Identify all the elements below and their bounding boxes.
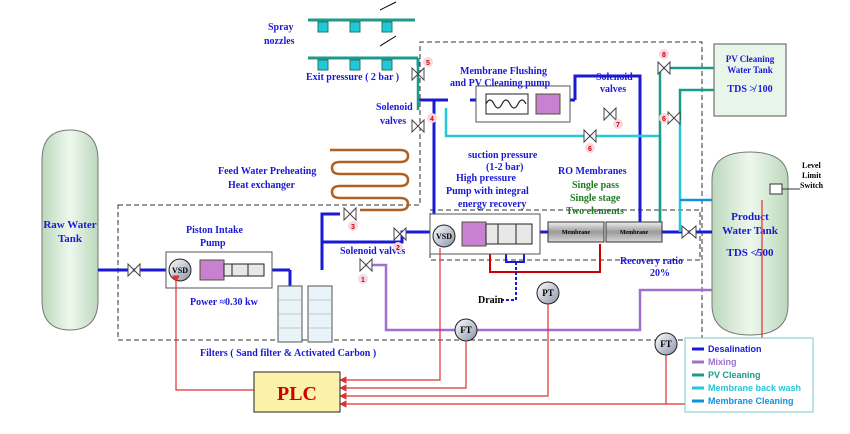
- raw-water-tank: Raw Water Tank: [41, 129, 99, 331]
- valve-7: [603, 106, 617, 122]
- legend-label: Membrane back wash: [708, 383, 801, 393]
- product-tank-label-1: Product: [731, 211, 769, 223]
- solenoid-top-label-1: Solenoid: [596, 72, 633, 83]
- ft-sensor-left: FT: [454, 318, 478, 342]
- ft-sensor-right: FT: [654, 332, 678, 356]
- heat-exchanger-coil: [330, 148, 410, 212]
- legend-label: Desalination: [708, 344, 762, 354]
- valve-5: [411, 66, 425, 82]
- valve-7-number: 7: [616, 122, 620, 129]
- valve-5-number: 5: [426, 60, 430, 67]
- filters-label: Filters ( Sand filter & Activated Carbon…: [200, 348, 376, 359]
- piston-intake-pump: [165, 251, 273, 289]
- raw-tank-label-1: Raw Water: [43, 219, 96, 231]
- pv-tank-tds: TDS ≯ 100: [727, 84, 772, 95]
- product-tank-tds: TDS ≮500: [727, 247, 774, 259]
- feed-preheat-label-2: Heat exchanger: [228, 180, 295, 191]
- legend-label: Membrane Cleaning: [708, 396, 794, 406]
- pv-tank-label-1: PV Cleaning: [726, 54, 775, 64]
- nozzle-pointer-line-2: [379, 35, 397, 47]
- valve-8-number: 8: [662, 52, 666, 59]
- hp-pump-label-2: Pump with integral: [446, 186, 529, 197]
- ro-line-1: Single pass: [572, 180, 619, 191]
- svg-text:Level: Level: [802, 161, 821, 170]
- valve-4: [411, 118, 425, 134]
- ro-membranes: Membrane Membrane: [547, 221, 663, 243]
- feed-preheat-label-1: Feed Water Preheating: [218, 166, 316, 177]
- power-label: Power ≈0.30 kw: [190, 297, 259, 308]
- legend-label: PV Cleaning: [708, 370, 761, 380]
- product-water-tank: Product Water Tank TDS ≮500: [711, 151, 789, 336]
- suction-pressure-label-1: suction pressure: [468, 150, 538, 161]
- svg-text:FT: FT: [660, 339, 672, 349]
- spray-label-2: nozzles: [264, 36, 295, 47]
- svg-text:FT: FT: [460, 325, 472, 335]
- valve-6a: [583, 128, 597, 144]
- control-signals: [172, 200, 763, 408]
- filters: [277, 285, 333, 343]
- vsd-left: VSD: [168, 258, 192, 282]
- valve-2: [393, 226, 407, 242]
- membrane-flush-label-2: and PV Cleaning pump: [450, 78, 551, 89]
- membrane-element-1: Membrane: [562, 230, 591, 236]
- valves: [127, 60, 697, 278]
- valve-1-number: 1: [361, 277, 365, 284]
- nozzle-pointer-line: [379, 1, 397, 11]
- piston-pump-label-2: Pump: [200, 238, 226, 249]
- valve-2-number: 2: [396, 245, 400, 252]
- valve-4-number: 4: [430, 116, 434, 123]
- valve-3-number: 3: [351, 224, 355, 231]
- suction-pressure-label-2: (1-2 bar): [486, 162, 524, 173]
- valve-6a-number: 6: [588, 146, 592, 153]
- valve-inlet: [127, 262, 141, 278]
- valve-6b: [667, 110, 681, 126]
- valve-numbers: 1 2 3 4 5 6 6 7 8: [348, 49, 669, 284]
- level-limit-switch: Level Limit Switch: [769, 161, 824, 195]
- ro-line-3: Two elements: [566, 206, 624, 217]
- pv-cleaning-tank: PV Cleaning Water Tank TDS ≯ 100: [713, 43, 787, 117]
- svg-text:VSD: VSD: [436, 232, 452, 241]
- valve-3: [343, 206, 357, 222]
- solenoid-left-label-2: valves: [380, 116, 406, 127]
- hp-pump-label-3: energy recovery: [458, 199, 526, 210]
- product-tank-label-2: Water Tank: [722, 225, 779, 237]
- plc-box: PLC: [253, 371, 341, 413]
- membrane-flushing-pump: [475, 85, 571, 123]
- valve-product: [681, 224, 697, 240]
- ro-line-2: Single stage: [570, 193, 621, 204]
- plc-label: PLC: [277, 383, 317, 405]
- solenoid-top-label-2: valves: [600, 84, 626, 95]
- membrane-flush-label-1: Membrane Flushing: [460, 66, 547, 77]
- valve-6b-number: 6: [662, 116, 666, 123]
- raw-tank-label-2: Tank: [58, 233, 83, 245]
- system-boundary: [117, 41, 703, 341]
- svg-text:Limit: Limit: [802, 171, 821, 180]
- hp-pump-label-1: High pressure: [456, 173, 516, 184]
- legend-label: Mixing: [708, 357, 737, 367]
- mixing-pipe: [360, 263, 712, 332]
- spray-label-1: Spray: [268, 22, 294, 33]
- svg-text:Switch: Switch: [800, 181, 824, 190]
- valve-8: [657, 60, 671, 76]
- svg-text:VSD: VSD: [172, 266, 188, 275]
- solenoid-bottom-label: Solenoid valves: [340, 246, 405, 257]
- piston-pump-label-1: Piston Intake: [186, 225, 244, 236]
- drain-label: Drain: [478, 295, 503, 306]
- valve-1: [359, 257, 373, 273]
- spray-nozzles: [308, 18, 420, 71]
- solenoid-left-label-1: Solenoid: [376, 102, 413, 113]
- recovery-label-2: 20%: [650, 268, 670, 279]
- pv-tank-label-2: Water Tank: [727, 65, 773, 75]
- vsd-right: VSD: [432, 224, 456, 248]
- drain-pipe: [500, 262, 517, 301]
- brine-pipe: [489, 244, 601, 273]
- recovery-label-1: Recovery ratio: [620, 256, 683, 267]
- membrane-element-2: Membrane: [620, 230, 649, 236]
- ro-title: RO Membranes: [558, 166, 627, 177]
- pt-sensor: PT: [536, 281, 560, 305]
- exit-pressure-label: Exit pressure ( 2 bar ): [306, 72, 399, 83]
- svg-text:PT: PT: [542, 288, 554, 298]
